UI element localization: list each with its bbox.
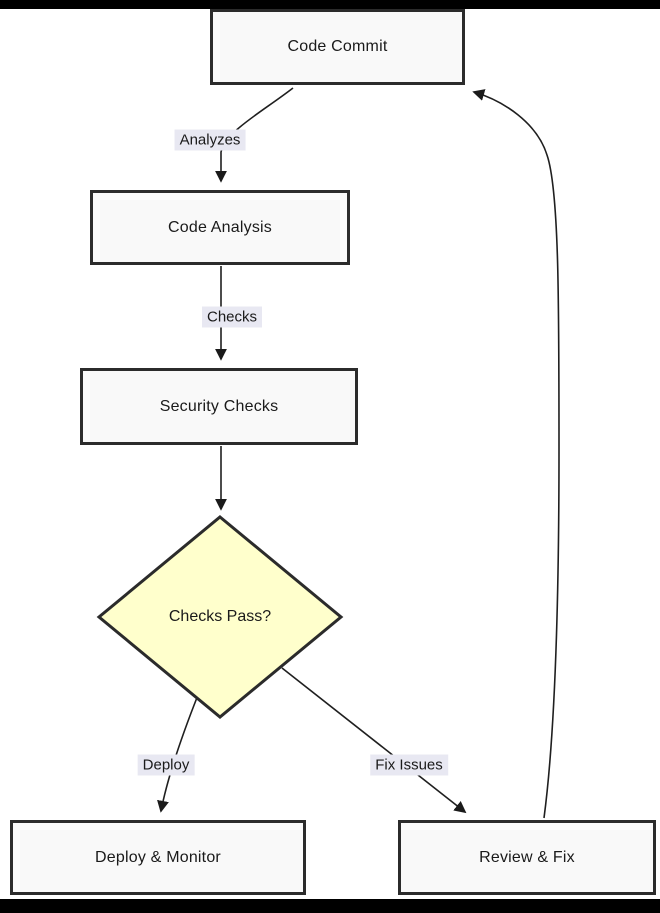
edge-decision-to-deploy xyxy=(157,694,199,813)
node-checks-pass-label: Checks Pass? xyxy=(168,608,272,625)
page-border-bottom xyxy=(0,899,660,913)
node-security-checks: Security Checks xyxy=(80,368,358,445)
edge-label-analyzes: Analyzes xyxy=(174,129,246,151)
edge-label-fix-issues: Fix Issues xyxy=(370,754,448,776)
node-code-commit: Code Commit xyxy=(210,9,465,85)
edge-review-to-commit xyxy=(472,89,560,819)
edge-decision-to-review xyxy=(281,667,467,814)
edge-label-checks: Checks xyxy=(201,306,263,328)
edge-label-deploy: Deploy xyxy=(137,754,195,776)
page-border-top xyxy=(0,0,660,9)
node-code-analysis: Code Analysis xyxy=(90,190,350,265)
node-deploy-monitor: Deploy & Monitor xyxy=(10,820,306,895)
node-review-fix: Review & Fix xyxy=(398,820,656,895)
